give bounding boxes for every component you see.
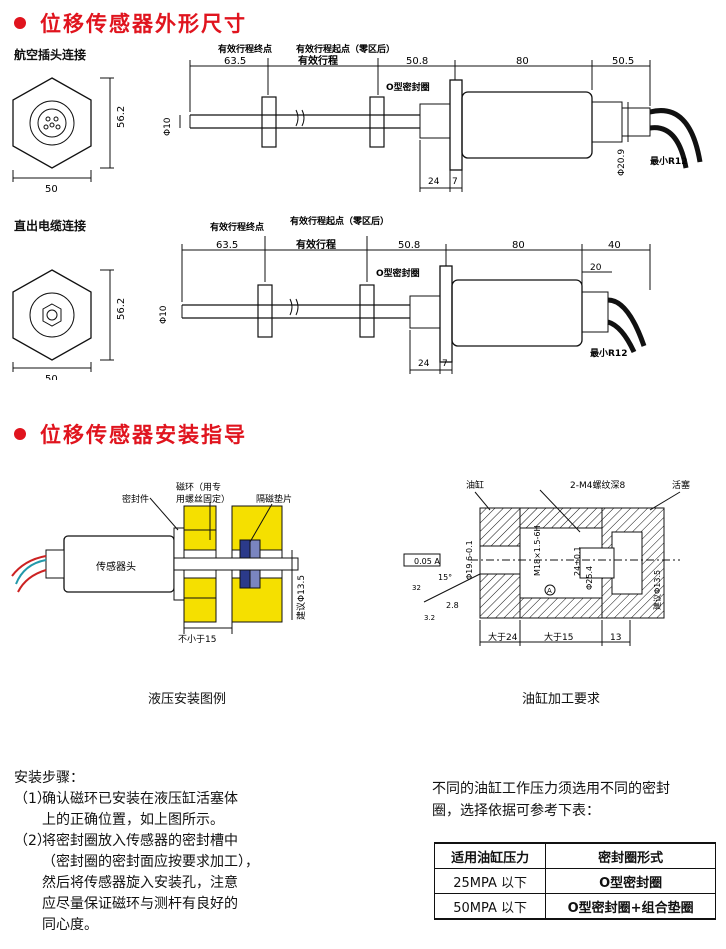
d19-label: Φ19.6-0.1 [465, 540, 474, 580]
dim-24-label: 24 [428, 177, 440, 187]
spacer-label: 隔磁垫片 [256, 493, 292, 505]
end-height-label: 56.2 [116, 106, 127, 128]
dim-24-label: 24 [418, 359, 430, 369]
min-15-label: 不小于15 [178, 634, 216, 645]
end-height-label: 56.2 [116, 298, 127, 320]
stroke-start-label: 有效行程起点（零区后） [290, 215, 389, 227]
d25-label: Φ25.4 [585, 566, 594, 590]
seal-note: 不同的油缸工作压力须选用不同的密封 圈，选择依据可参考下表： [432, 781, 670, 819]
conn-dia-label: Φ20.9 [617, 149, 627, 176]
bullet-icon [14, 428, 26, 440]
oring-label: O型密封圈 [386, 81, 430, 93]
cylinder-machining-drawing: 油缸 2-M4螺纹深8 活塞 M18×1.5-6H Φ19.6-0.1 Φ25.… [403, 479, 690, 646]
dim-b-label: 50.8 [406, 56, 428, 67]
step-2: （2） 将密封圈放入传感器的密封槽中 （密封圈的密封面应按要求加工）， 然后将传… [14, 833, 259, 933]
oring-label: O型密封圈 [376, 267, 420, 279]
aviation-plug-heading: 航空插头连接 [14, 48, 87, 62]
end-width-label: 50 [45, 374, 58, 380]
aviation-plug-drawing: 50 56.2 有效行程终点 有效行程起点（零区后） 63.5 有效行程 50.… [12, 43, 703, 195]
roughness-label-2: 3.2 [424, 614, 435, 622]
radius-label: 2.8 [446, 601, 459, 610]
table-row: 25MPA 以下 O型密封圈 [433, 868, 716, 894]
dim-a-label: 63.5 [224, 56, 246, 67]
dim-20-label: 20 [590, 263, 602, 273]
direct-cable-drawing: 50 56.2 有效行程终点 有效行程起点（零区后） 63.5 有效行程 50.… [12, 215, 651, 380]
stroke-label: 有效行程 [296, 238, 336, 251]
dim-a-label: 63.5 [216, 240, 238, 251]
install-steps: 安装步骤： （1） 确认磁环已安装在液压缸活塞体 上的正确位置，如上图所示。 （… [14, 768, 314, 936]
dim-b-label: 50.8 [398, 240, 420, 251]
roughness-label-1: 32 [412, 584, 421, 592]
dim-7-label: 7 [452, 177, 458, 187]
bullet-icon [14, 17, 26, 29]
dim-c-label: 80 [512, 240, 525, 251]
bore-label: 建议Φ13.5 [652, 570, 662, 610]
table-row: 50MPA 以下 O型密封圈+组合垫圈 [433, 893, 716, 920]
datum-label: A [547, 587, 552, 595]
min-radius-label: 最小R12 [590, 347, 627, 359]
direct-cable-heading: 直出电缆连接 [14, 219, 87, 233]
d13-label: 13 [610, 633, 621, 643]
end-width-label: 50 [45, 184, 58, 195]
section-title-installation: 位移传感器安装指导 [14, 419, 247, 449]
hex-end-view [12, 77, 92, 169]
angle-label: 15° [438, 573, 452, 582]
thread-label: M18×1.5-6H [533, 526, 542, 577]
dim-7-label: 7 [442, 359, 448, 369]
step-1: （1） 确认磁环已安装在液压缸活塞体 上的正确位置，如上图所示。 [14, 791, 238, 828]
stroke-end-label: 有效行程终点 [218, 43, 272, 55]
stroke-end-label: 有效行程终点 [210, 221, 264, 233]
dim-d-label: 50.5 [612, 56, 634, 67]
dim-d-label: 40 [608, 240, 621, 251]
bore-label: 建议Φ13.5 [295, 575, 307, 620]
hydraulic-install-drawing: 密封件 磁环（用专 用螺丝固定） 隔磁垫片 传感器头 不小于15 建议Φ13.5 [11, 481, 307, 645]
seal-label: 密封件 [122, 493, 149, 505]
d24-label: 24±0.1 [573, 546, 582, 576]
magnet-label: 磁环（用专 [176, 481, 221, 493]
col-pressure: 适用油缸压力 [433, 842, 547, 869]
col-seal: 密封圈形式 [545, 842, 716, 869]
stroke-label: 有效行程 [298, 54, 338, 67]
hydraulic-caption: 液压安装图例 [148, 692, 227, 707]
screw-label: 2-M4螺纹深8 [570, 479, 625, 491]
magnet-label-2: 用螺丝固定） [176, 493, 230, 505]
tolerance-label: 0.05 A [414, 557, 440, 566]
cylinder-caption: 油缸加工要求 [522, 692, 601, 707]
rod-dia-label: Φ10 [159, 305, 169, 324]
min-radius-label: 最小R12 [650, 155, 687, 167]
hex-end-view [12, 269, 92, 361]
cylinder-label: 油缸 [466, 479, 484, 491]
dim-c-label: 80 [516, 56, 529, 67]
rod-dia-label: Φ10 [163, 117, 173, 136]
piston-label: 活塞 [672, 479, 690, 491]
stroke-start-label: 有效行程起点（零区后） [296, 43, 395, 55]
table-header: 适用油缸压力 密封圈形式 [433, 842, 716, 869]
gt24-label: 大于24 [488, 631, 518, 643]
sensor-head-label: 传感器头 [96, 560, 136, 573]
seal-table: 适用油缸压力 密封圈形式 25MPA 以下 O型密封圈 50MPA 以下 O型密… [433, 842, 716, 920]
section-title-dimensions: 位移传感器外形尺寸 [14, 8, 247, 38]
steps-title: 安装步骤： [14, 770, 84, 786]
gt15-label: 大于15 [544, 631, 573, 643]
